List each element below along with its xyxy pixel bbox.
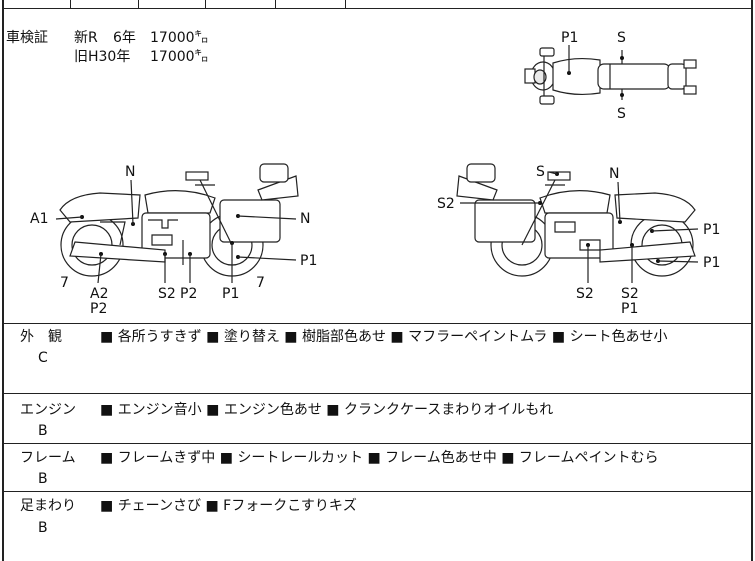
- section-items-suspension: ■ チェーンさび ■ Fフォークこすりキズ: [100, 496, 357, 516]
- section-name-engine: エンジン: [20, 402, 76, 418]
- right-view-label: P1: [621, 301, 639, 317]
- right-view-label: S: [536, 164, 545, 180]
- inspection-old-era: 旧H30年: [74, 49, 131, 65]
- right-view-label: N: [609, 166, 620, 182]
- left-view-label: S2: [158, 286, 176, 302]
- right-view-label: P1: [703, 222, 721, 238]
- bullet-icon: ■: [367, 450, 381, 466]
- section-grade-exterior: C: [38, 350, 48, 366]
- issue-item: エンジン音小: [117, 402, 202, 418]
- issue-item: 各所うすきず: [117, 329, 202, 345]
- section-divider: [2, 443, 753, 444]
- issue-item: Fフォークこすりキズ: [223, 498, 357, 514]
- inspection-new-years: 6年: [113, 30, 136, 46]
- section-divider: [2, 323, 753, 324]
- top-view-label: P1: [561, 30, 579, 46]
- issue-item: シート色あせ小: [569, 329, 668, 345]
- left-view-label: A2: [90, 286, 109, 302]
- bullet-icon: ■: [100, 450, 114, 466]
- issue-item: シートレールカット: [237, 450, 364, 466]
- top-view-label: S: [617, 30, 626, 46]
- top-view-drawing: [524, 45, 697, 105]
- bullet-icon: ■: [219, 450, 233, 466]
- header-cell-divider: [205, 0, 206, 8]
- header-cell-divider: [275, 0, 276, 8]
- issue-item: エンジン色あせ: [223, 402, 322, 418]
- issue-item: クランクケースまわりオイルもれ: [343, 402, 554, 418]
- header-cell-divider: [70, 0, 71, 8]
- inspection-new-era: 新R: [74, 30, 98, 46]
- left-view-label: P2: [90, 301, 108, 317]
- section-grade-engine: B: [38, 423, 48, 439]
- bullet-icon: ■: [100, 329, 114, 345]
- issue-item: マフラーペイントムラ: [408, 329, 548, 345]
- section-name-suspension: 足まわり: [20, 498, 76, 514]
- bullet-icon: ■: [326, 402, 340, 418]
- section-name-frame: フレーム: [20, 450, 76, 466]
- section-grade-frame: B: [38, 471, 48, 487]
- top-view-label: S: [617, 106, 626, 122]
- issue-item: チェーンさび: [117, 498, 201, 514]
- bullet-icon: ■: [206, 402, 220, 418]
- header-cell-divider: [138, 0, 139, 8]
- inspection-label: 車検証: [6, 30, 48, 46]
- issue-item: フレーム色あせ中: [385, 450, 497, 466]
- section-divider: [2, 393, 753, 394]
- bullet-icon: ■: [206, 329, 220, 345]
- bullet-icon: ■: [390, 329, 404, 345]
- section-grade-suspension: B: [38, 520, 48, 536]
- issue-item: 塗り替え: [223, 329, 280, 345]
- right-view-label: S2: [576, 286, 594, 302]
- bullet-icon: ■: [551, 329, 566, 345]
- bullet-icon: ■: [501, 450, 515, 466]
- left-view-label: 7: [60, 275, 69, 291]
- bullet-icon: ■: [284, 329, 298, 345]
- inspection-new-mileage: 17000㌔: [150, 30, 209, 46]
- section-name-exterior: 外 観: [20, 329, 62, 345]
- issue-item: フレームきず中: [117, 450, 216, 466]
- inspection-old-mileage: 17000㌔: [150, 49, 209, 65]
- bullet-icon: ■: [100, 498, 114, 514]
- left-view-label: P1: [222, 286, 240, 302]
- left-view-label: P2: [180, 286, 198, 302]
- section-items-exterior: ■ 各所うすきず ■ 塗り替え ■ 樹脂部色あせ ■ マフラーペイントムラ ■ …: [100, 327, 668, 347]
- header-cell-divider: [345, 0, 346, 8]
- top-divider: [2, 8, 753, 9]
- left-view-label: N: [125, 164, 136, 180]
- right-view-drawing: [456, 163, 699, 283]
- bullet-icon: ■: [205, 498, 219, 514]
- right-view-label: S2: [437, 196, 455, 212]
- right-view-label: P1: [703, 255, 721, 271]
- right-view-label: S2: [621, 286, 639, 302]
- left-view-label: A1: [30, 211, 49, 227]
- issue-item: 樹脂部色あせ: [301, 329, 386, 345]
- issue-item: フレームペイントむら: [518, 450, 659, 466]
- left-view-label: P1: [300, 253, 318, 269]
- section-items-engine: ■ エンジン音小 ■ エンジン色あせ ■ クランクケースまわりオイルもれ: [100, 400, 553, 420]
- section-divider: [2, 491, 753, 492]
- left-view-label: N: [300, 211, 311, 227]
- left-view-drawing: [55, 163, 299, 284]
- bullet-icon: ■: [100, 402, 114, 418]
- left-view-label: 7: [256, 275, 265, 291]
- section-items-frame: ■ フレームきず中 ■ シートレールカット ■ フレーム色あせ中 ■ フレームペ…: [100, 448, 658, 468]
